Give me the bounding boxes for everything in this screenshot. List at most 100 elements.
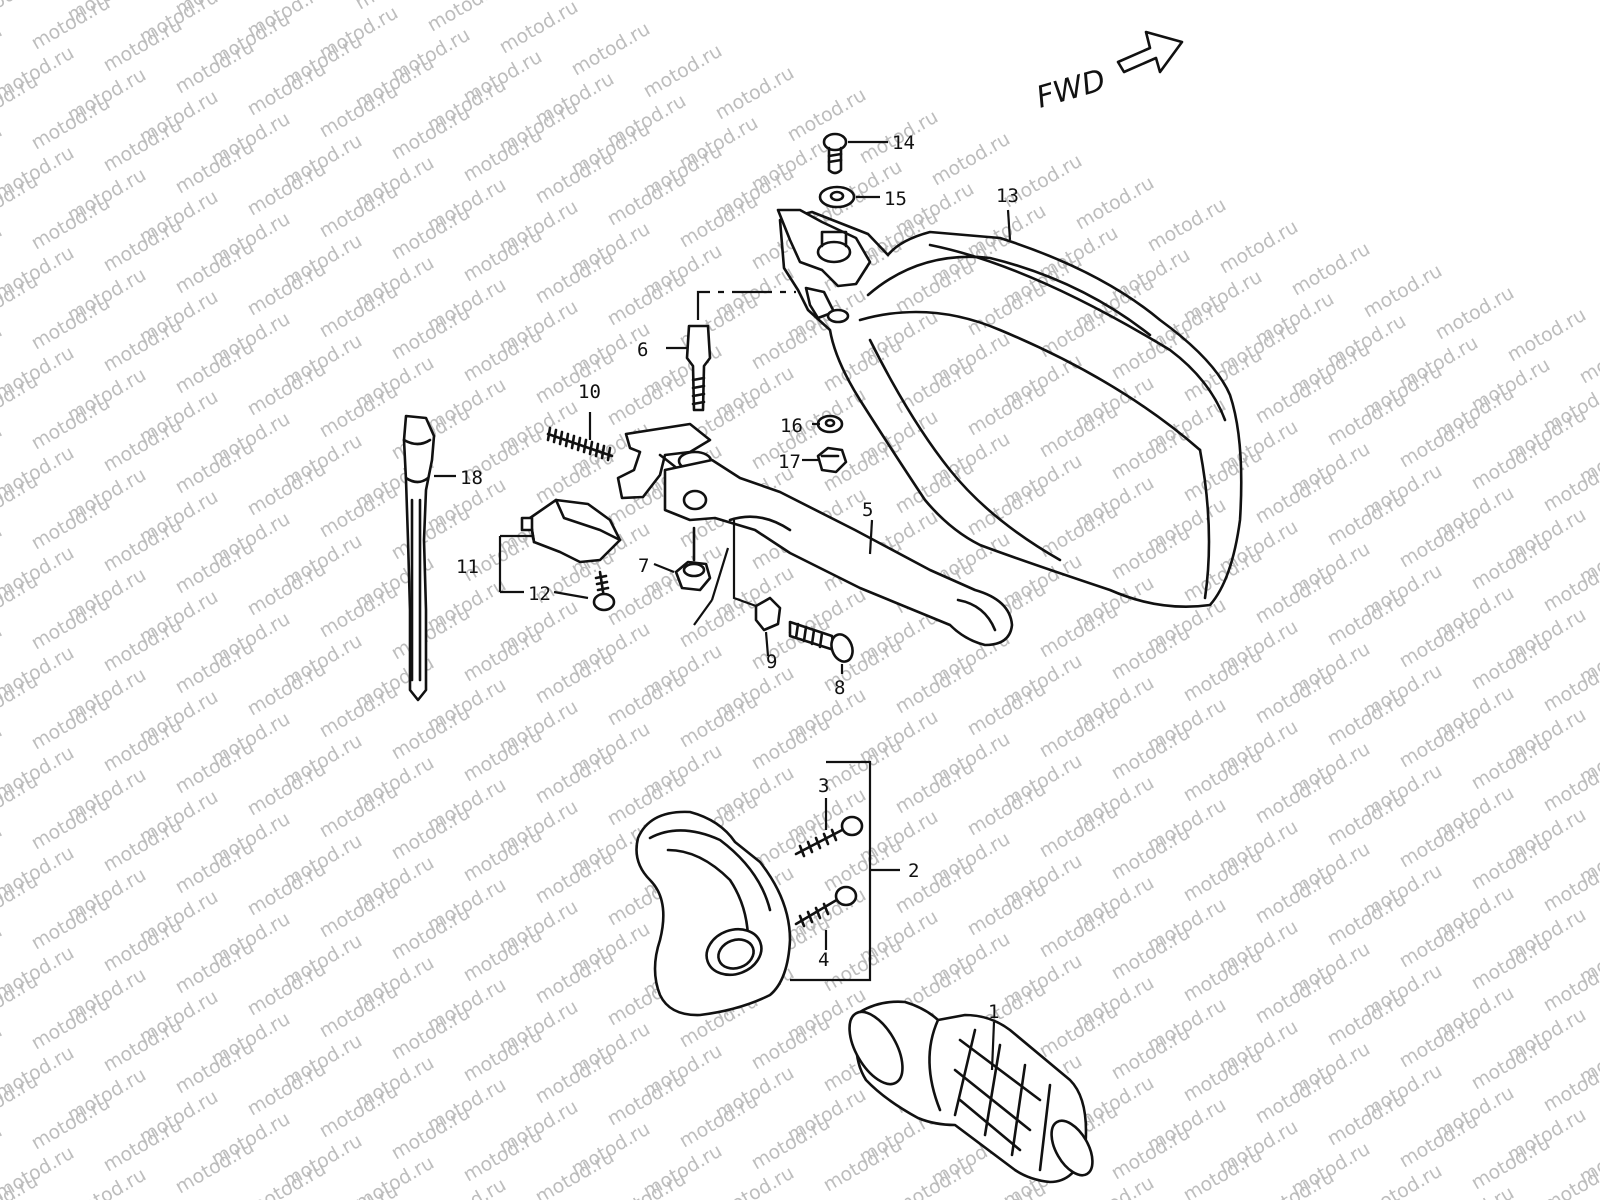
watermark-text: motod.ru bbox=[28, 692, 114, 755]
watermark-text: motod.ru bbox=[0, 1120, 6, 1183]
watermark-text: motod.ru bbox=[1144, 194, 1230, 257]
callout-4: 4 bbox=[818, 949, 829, 971]
callout-12: 12 bbox=[528, 583, 551, 605]
watermark-text: motod.ru bbox=[892, 856, 978, 919]
watermark-text: motod.ru bbox=[964, 678, 1050, 741]
watermark-text: motod.ru bbox=[820, 934, 906, 997]
watermark-text: motod.ru bbox=[316, 980, 402, 1043]
watermark-text: motod.ru bbox=[892, 356, 978, 419]
callout-13: 13 bbox=[996, 185, 1019, 207]
watermark-text: motod.ru bbox=[100, 414, 186, 477]
watermark-text: motod.ru bbox=[1324, 988, 1410, 1051]
watermark-text: motod.ru bbox=[1252, 966, 1338, 1029]
watermark-text: motod.ru bbox=[1108, 322, 1194, 385]
watermark-text: motod.ru bbox=[388, 1102, 474, 1165]
watermark-text: motod.ru bbox=[532, 346, 618, 409]
watermark-text: motod.ru bbox=[1108, 1022, 1194, 1085]
bolt-14 bbox=[822, 132, 848, 175]
watermark-text: motod.ru bbox=[0, 820, 6, 883]
watermark-text: motod.ru bbox=[0, 0, 42, 32]
watermark-text: motod.ru bbox=[388, 902, 474, 965]
callout-7: 7 bbox=[638, 555, 649, 577]
watermark-text: motod.ru bbox=[0, 720, 6, 783]
washer-16 bbox=[816, 414, 844, 434]
watermark-text: motod.ru bbox=[1036, 800, 1122, 863]
watermark-text: motod.ru bbox=[640, 40, 726, 103]
stud-6 bbox=[685, 290, 796, 412]
watermark-text: motod.ru bbox=[316, 580, 402, 643]
watermark-text: motod.ru bbox=[28, 192, 114, 255]
watermark-text: motod.ru bbox=[100, 1014, 186, 1077]
watermark-text: motod.ru bbox=[244, 358, 330, 421]
watermark-text: motod.ru bbox=[316, 180, 402, 243]
watermark-text: motod.ru bbox=[0, 520, 6, 583]
watermark-text: motod.ru bbox=[172, 936, 258, 999]
watermark-text: motod.ru bbox=[460, 924, 546, 987]
watermark-text: motod.ru bbox=[172, 136, 258, 199]
fwd-label: FWD bbox=[1033, 63, 1110, 116]
watermark-text: motod.ru bbox=[1036, 600, 1122, 663]
watermark-text: motod.ru bbox=[0, 1020, 6, 1083]
screw-3 bbox=[794, 815, 864, 858]
watermark-text: motod.ru bbox=[892, 1156, 978, 1200]
watermark-text: motod.ru bbox=[1396, 410, 1482, 473]
watermark-text: motod.ru bbox=[892, 256, 978, 319]
callout-17: 17 bbox=[778, 451, 801, 473]
watermark-text: motod.ru bbox=[1108, 722, 1194, 785]
watermark-text: motod.ru bbox=[244, 558, 330, 621]
watermark-text: motod.ru bbox=[388, 602, 474, 665]
watermark-text: motod.ru bbox=[172, 536, 258, 599]
watermark-text: motod.ru bbox=[1396, 710, 1482, 773]
callout-3: 3 bbox=[818, 775, 829, 797]
watermark-text: motod.ru bbox=[532, 646, 618, 709]
watermark-text: motod.ru bbox=[1108, 422, 1194, 485]
watermark-text: motod.ru bbox=[1252, 366, 1338, 429]
watermark-text: motod.ru bbox=[172, 236, 258, 299]
watermark-text: motod.ru bbox=[0, 920, 6, 983]
watermark-text: motod.ru bbox=[604, 1068, 690, 1131]
guard-mount-bracket bbox=[776, 208, 872, 324]
callout-15: 15 bbox=[884, 188, 907, 210]
watermark-text: motod.ru bbox=[1324, 488, 1410, 551]
watermark-text: motod.ru bbox=[244, 758, 330, 821]
watermark-text: motod.ru bbox=[1360, 260, 1446, 323]
watermark-text: motod.ru bbox=[1468, 1132, 1554, 1195]
watermark-text: motod.ru bbox=[1468, 432, 1554, 495]
watermark-text: motod.ru bbox=[1324, 688, 1410, 751]
watermark-text: motod.ru bbox=[1252, 666, 1338, 729]
watermark-text: motod.ru bbox=[1468, 532, 1554, 595]
watermark-text: motod.ru bbox=[244, 958, 330, 1021]
watermark-text: motod.ru bbox=[1396, 1010, 1482, 1073]
watermark-text: motod.ru bbox=[1180, 844, 1266, 907]
watermark-text: motod.ru bbox=[1468, 832, 1554, 895]
nut-7 bbox=[674, 526, 712, 592]
watermark-text: motod.ru bbox=[748, 712, 834, 775]
washer-15 bbox=[818, 185, 856, 209]
watermark-text: motod.ru bbox=[1252, 1066, 1338, 1129]
watermark-text: motod.ru bbox=[604, 668, 690, 731]
watermark-text: motod.ru bbox=[460, 124, 546, 187]
screw-4 bbox=[794, 885, 858, 928]
watermark-text: motod.ru bbox=[460, 624, 546, 687]
watermark-text: motod.ru bbox=[1504, 304, 1590, 367]
watermark-text: motod.ru bbox=[244, 858, 330, 921]
watermark-text: motod.ru bbox=[0, 420, 6, 483]
watermark-text: motod.ru bbox=[1288, 238, 1374, 301]
watermark-text: motod.ru bbox=[1396, 510, 1482, 573]
watermark-text: motod.ru bbox=[532, 846, 618, 909]
watermark-text: motod.ru bbox=[1108, 622, 1194, 685]
watermark-text: motod.ru bbox=[1396, 1110, 1482, 1173]
watermark-text: motod.ru bbox=[28, 892, 114, 955]
watermark-text: motod.ru bbox=[1180, 444, 1266, 507]
watermark-text: motod.ru bbox=[964, 878, 1050, 941]
watermark-text: motod.ru bbox=[604, 268, 690, 331]
spring-10 bbox=[546, 426, 614, 462]
watermark-text: motod.ru bbox=[1108, 922, 1194, 985]
watermark-text: motod.ru bbox=[532, 1146, 618, 1200]
callout-8: 8 bbox=[834, 677, 845, 699]
watermark-text: motod.ru bbox=[172, 736, 258, 799]
watermark-text: motod.ru bbox=[1180, 344, 1266, 407]
watermark-text: motod.ru bbox=[460, 824, 546, 887]
watermark-text: motod.ru bbox=[676, 690, 762, 753]
watermark-text: motod.ru bbox=[388, 702, 474, 765]
